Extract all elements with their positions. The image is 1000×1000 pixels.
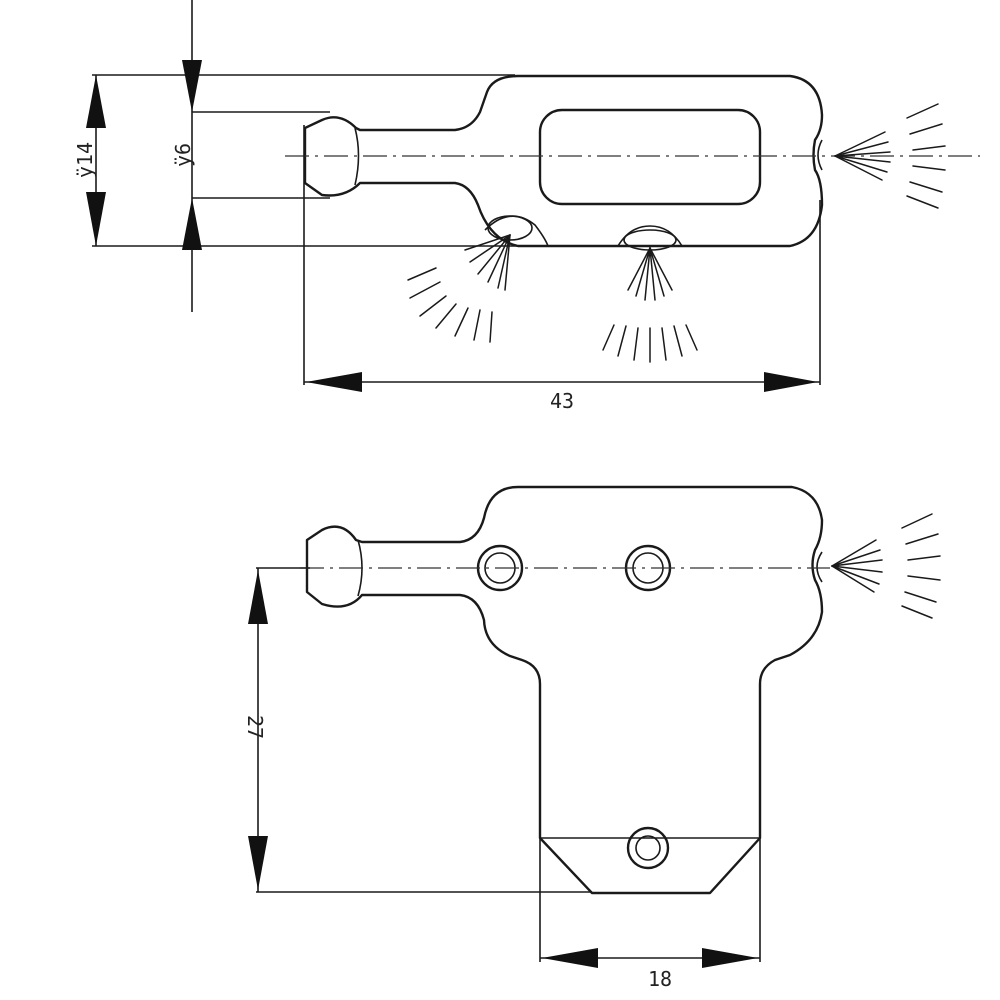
bottom-hole-right (617, 225, 683, 247)
dim-diameter-14 (86, 74, 520, 247)
dim-label-6: ÿ6 (171, 143, 195, 167)
top-tip-inner-edge (354, 127, 360, 186)
right-outlet (817, 139, 823, 171)
dim-length-43 (303, 125, 821, 392)
dim-width-18 (539, 838, 761, 968)
dim-label-18: 18 (648, 967, 672, 991)
top-view (303, 74, 824, 251)
dim-label-14: ÿ14 (73, 142, 97, 178)
bottom-body-outline (305, 485, 824, 895)
bottom-view (305, 485, 824, 895)
top-spray-bottom-left (407, 234, 511, 343)
bottom-spray-right (831, 513, 941, 619)
hole-3-outer (626, 826, 670, 870)
dim-diameter-6 (182, 0, 330, 312)
top-body-outline (303, 74, 824, 248)
dim-label-27: 27 (243, 715, 267, 739)
bottom-hole-left (484, 215, 549, 247)
hole-3-inner (635, 835, 661, 861)
top-spray-right (834, 103, 946, 209)
right-outlet-plan (816, 551, 823, 583)
dim-label-43: 43 (550, 389, 574, 413)
top-spray-bottom-center (602, 247, 698, 363)
dim-height-27 (248, 567, 592, 893)
top-slot (538, 108, 762, 206)
